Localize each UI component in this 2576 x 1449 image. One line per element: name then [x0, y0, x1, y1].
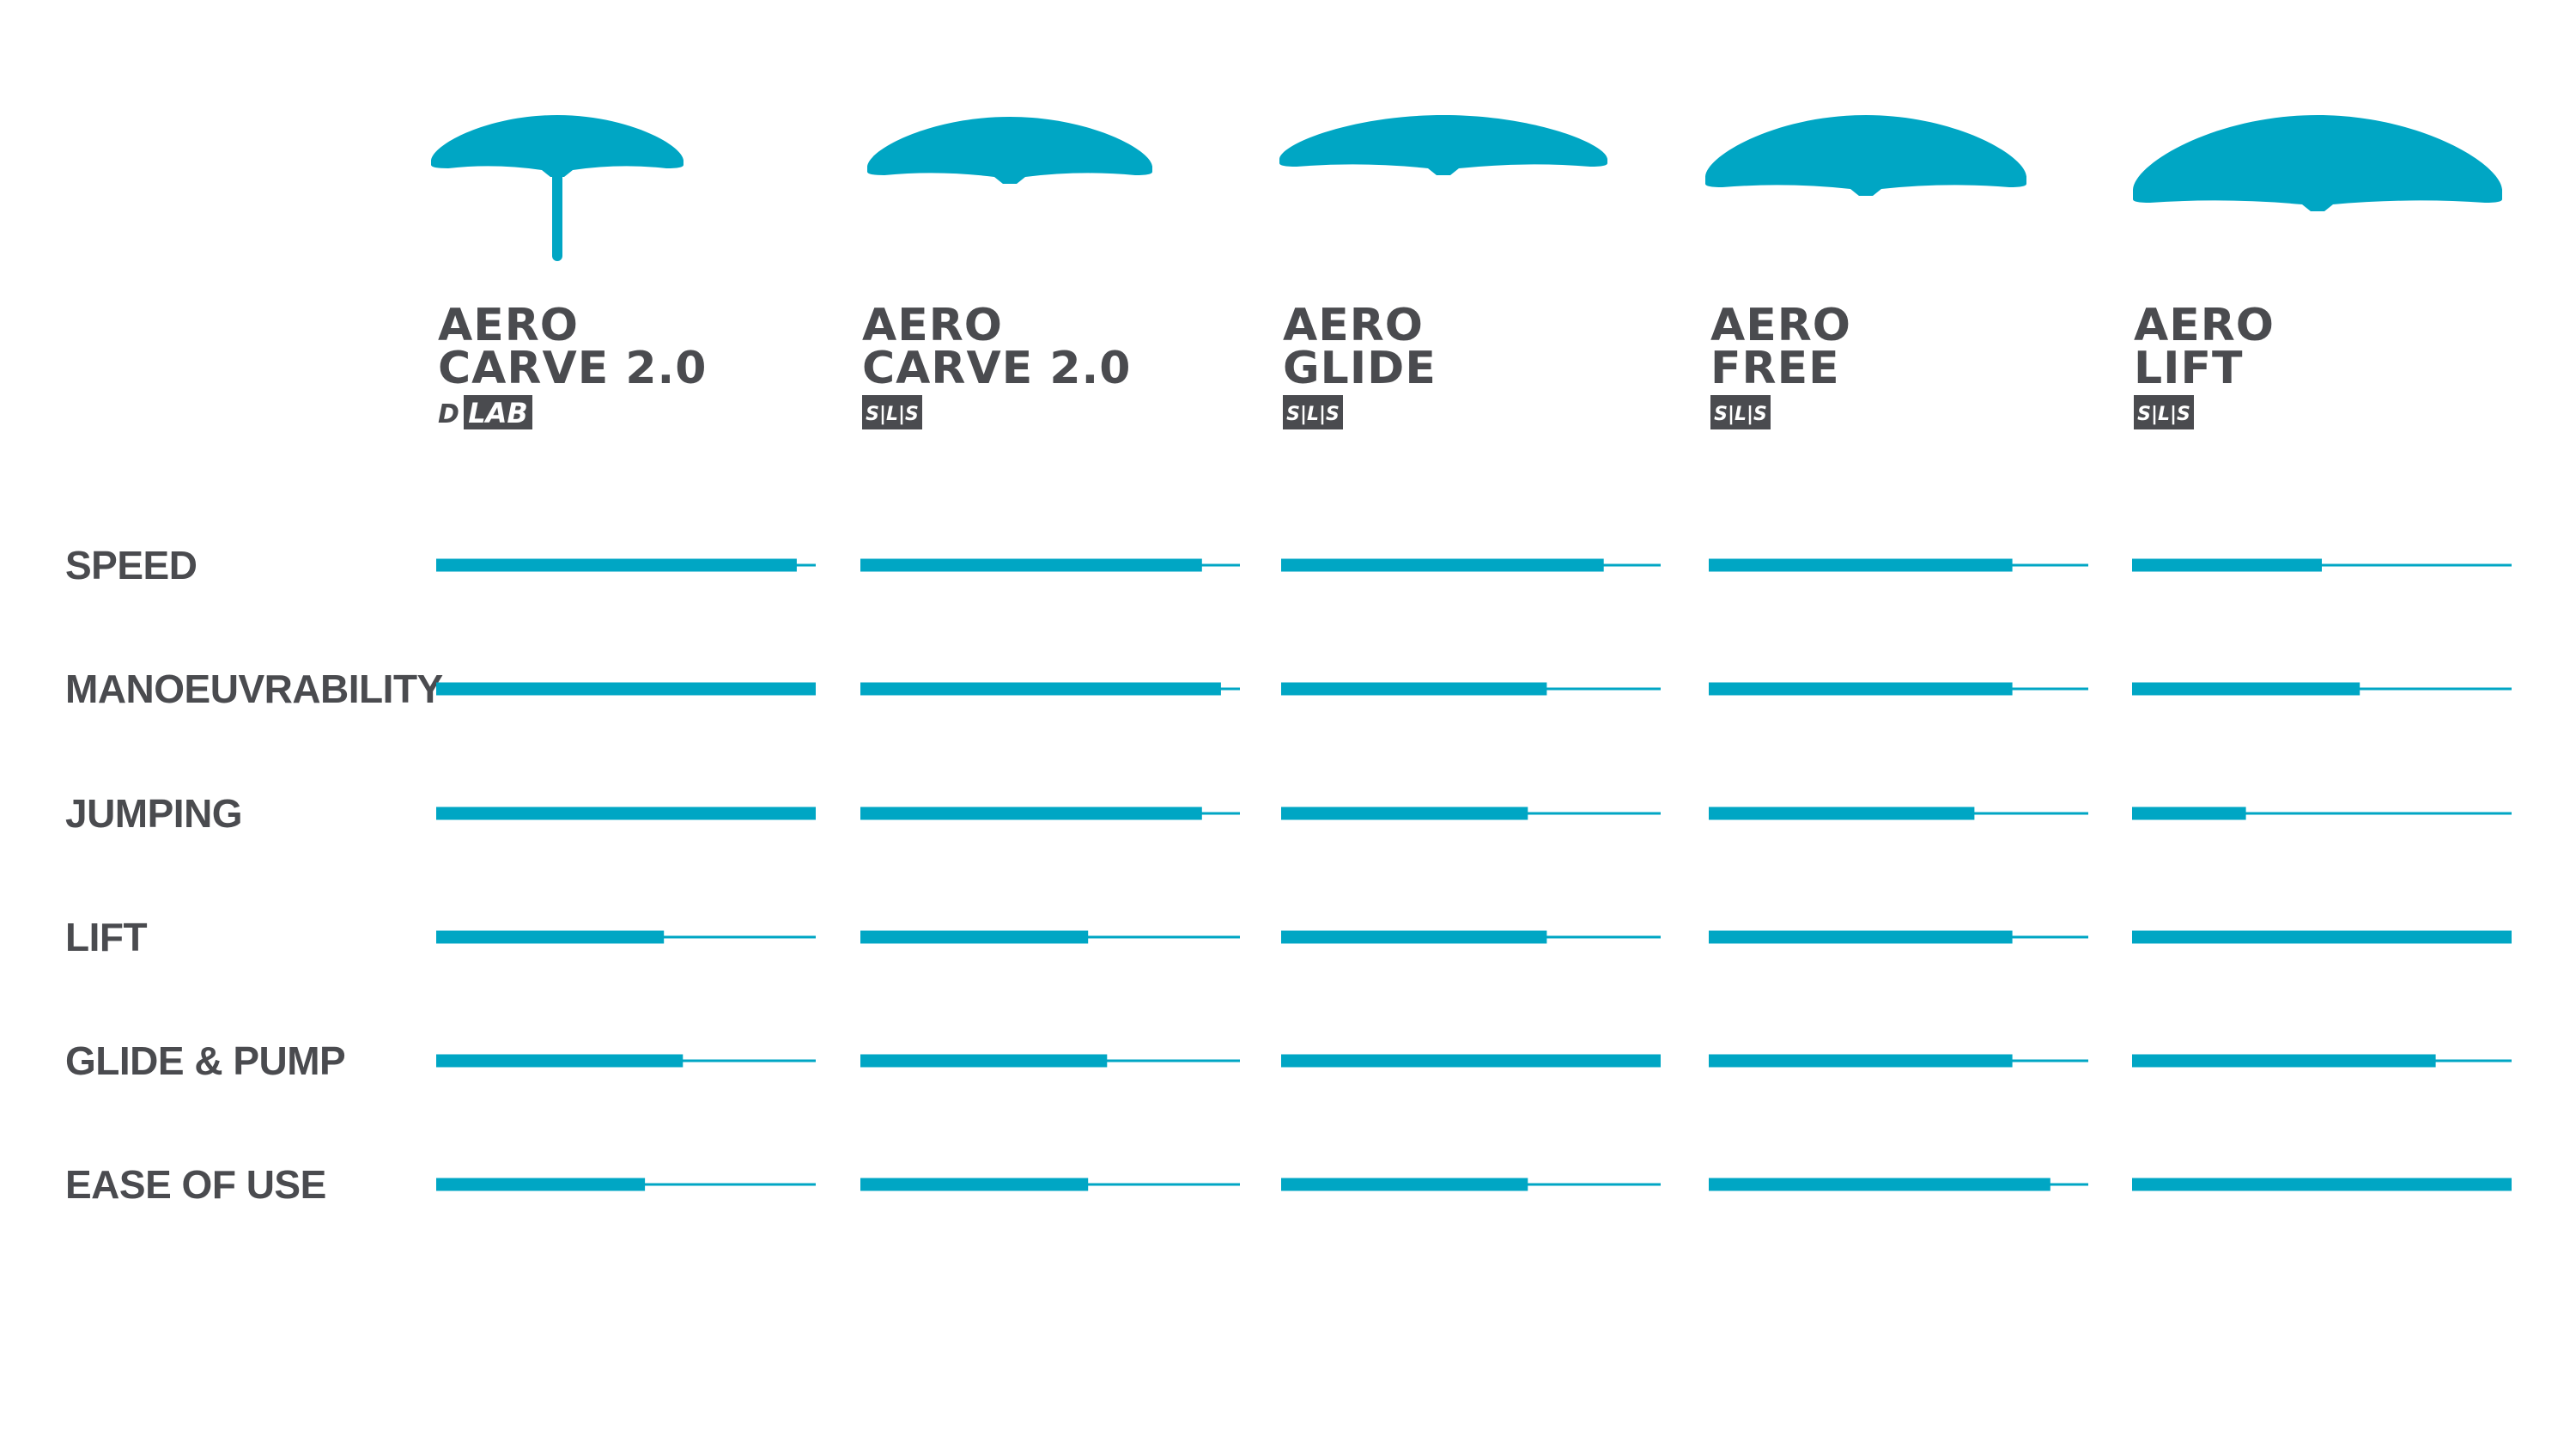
rating-bars [436, 558, 2512, 1191]
badge-background [1710, 395, 1771, 429]
model-title-line1: AERO [438, 300, 579, 351]
badge-background [862, 395, 922, 429]
model-badge: LAB [468, 397, 528, 429]
metric-label: EASE OF USE [65, 1162, 326, 1207]
foil-with-mast-icon [431, 115, 683, 177]
rating-bar [1709, 558, 2013, 572]
wing-icons [431, 115, 2502, 261]
rating-bar [860, 682, 1221, 696]
metric-label: JUMPING [65, 791, 242, 836]
badge-background [2134, 395, 2194, 429]
rating-bar [860, 1178, 1089, 1191]
rating-bar [860, 558, 1202, 572]
model-title-line2: LIFT [2134, 343, 2243, 394]
rating-bar [1281, 1054, 1661, 1068]
rating-bar [1281, 1178, 1528, 1191]
foil-mast-icon [552, 165, 562, 261]
foil-wing-icon [2133, 115, 2502, 211]
model-title-line2: CARVE 2.0 [862, 343, 1131, 394]
model-title-line2: FREE [1710, 343, 1840, 394]
rating-bar [1281, 930, 1547, 944]
badge-prefix: D [438, 399, 459, 429]
rating-bar [436, 1054, 683, 1068]
rating-bar [1709, 682, 2013, 696]
metric-label: SPEED [65, 543, 197, 588]
model-title-line1: AERO [1283, 300, 1424, 351]
foil-wing-icon [1279, 115, 1607, 175]
rating-bar [860, 1054, 1108, 1068]
rating-track [2132, 812, 2512, 815]
metric-label: GLIDE & PUMP [65, 1038, 345, 1083]
foil-wing-icon [867, 117, 1152, 184]
badge-background [1283, 395, 1343, 429]
rating-bar [2132, 807, 2246, 820]
model-title-line1: AERO [2134, 300, 2275, 351]
rating-bar [2132, 1054, 2436, 1068]
rating-bar [1709, 807, 1975, 820]
rating-bar [1281, 558, 1604, 572]
rating-bar [2132, 682, 2360, 696]
rating-bar [2132, 558, 2322, 572]
rating-bar [1709, 1054, 2013, 1068]
badge-background [464, 395, 532, 429]
rating-bar [1281, 807, 1528, 820]
foil-wing-icon [1705, 115, 2026, 196]
rating-bar [436, 930, 665, 944]
rating-bar [2132, 930, 2512, 944]
model-title-line1: AERO [862, 300, 1003, 351]
rating-bar [1709, 1178, 2050, 1191]
model-title-line1: AERO [1710, 300, 1851, 351]
metric-label: LIFT [65, 915, 147, 959]
rating-bar [436, 558, 797, 572]
metric-labels: SPEED MANOEUVRABILITY JUMPING LIFT GLIDE & P… [65, 543, 443, 1207]
model-title-line2: CARVE 2.0 [438, 343, 707, 394]
model-badge: S|L|S [1714, 404, 1767, 425]
metric-label: MANOEUVRABILITY [65, 667, 443, 711]
rating-bar [436, 1178, 646, 1191]
rating-bar [436, 807, 816, 820]
model-badge: S|L|S [1286, 404, 1340, 425]
rating-bar [436, 682, 816, 696]
model-badge: S|L|S [2137, 404, 2190, 425]
model-title-line2: GLIDE [1283, 343, 1437, 394]
rating-bar [860, 930, 1089, 944]
rating-bar [1281, 682, 1547, 696]
model-badge: S|L|S [866, 404, 919, 425]
rating-bar [860, 807, 1202, 820]
rating-bar [2132, 1178, 2512, 1191]
rating-bar [1709, 930, 2013, 944]
